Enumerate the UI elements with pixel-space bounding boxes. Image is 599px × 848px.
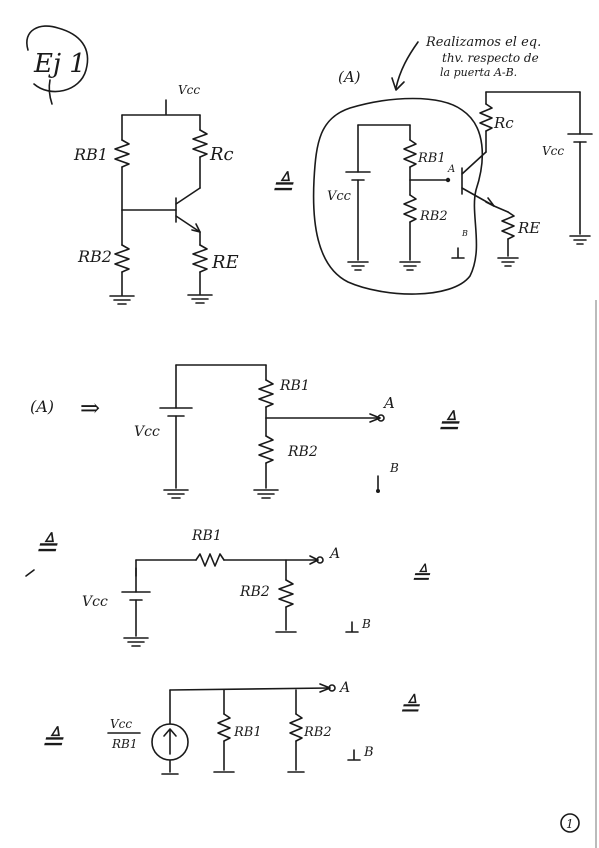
ref-a-label: (A) bbox=[30, 397, 54, 416]
c4-node-a bbox=[317, 557, 323, 563]
c4-vcc-label: Vcc bbox=[82, 594, 108, 610]
c5-node-a bbox=[329, 685, 335, 691]
thevenin-region-loop bbox=[314, 99, 483, 295]
c5-rb2-resistor bbox=[290, 714, 302, 741]
c2-rb2-resistor bbox=[404, 195, 416, 222]
svg-text:A: A bbox=[382, 394, 395, 412]
c4-rb1-label: RB1 bbox=[191, 528, 222, 544]
c1-rc-label: Rc bbox=[209, 144, 234, 165]
c4-rb1-resistor bbox=[196, 554, 224, 566]
c1-rb1-resistor bbox=[115, 140, 129, 167]
svg-text:B: B bbox=[389, 461, 399, 475]
note-line1: Realizamos el eq. bbox=[425, 35, 541, 50]
equiv-2: ≜ bbox=[436, 408, 460, 441]
svg-text:B: B bbox=[461, 229, 468, 238]
c3-rb1-label: RB1 bbox=[279, 378, 310, 394]
c2-vcc-right-label: Vcc bbox=[542, 144, 564, 158]
c2-rc-label: Rc bbox=[493, 114, 514, 132]
c2-rb1-label: RB1 bbox=[417, 151, 446, 166]
note-line3: la puerta A-B. bbox=[440, 66, 517, 79]
svg-text:A: A bbox=[447, 164, 455, 175]
circuit-1: Vcc RB1 RB2 Rc RE bbox=[73, 83, 239, 304]
c1-rb1-label: RB1 bbox=[73, 145, 108, 164]
c5-rb1-resistor bbox=[218, 714, 230, 741]
svg-text:A: A bbox=[328, 546, 340, 562]
c1-ground-left bbox=[110, 296, 134, 304]
c1-re-resistor bbox=[193, 245, 207, 272]
equiv-1: ≜ bbox=[270, 169, 294, 202]
c2-rb1-resistor bbox=[404, 140, 416, 167]
c1-re-label: RE bbox=[211, 252, 239, 273]
note-line2: thv. respecto de bbox=[442, 51, 539, 65]
circuit-3: (A) ⇒ Vcc RB1 A RB2 B ≜ bbox=[30, 365, 460, 498]
c3-rb2-label: RB2 bbox=[287, 444, 318, 460]
equiv-3: ≜ bbox=[34, 530, 58, 563]
c2-node-a-dot bbox=[445, 177, 451, 183]
c2-re-label: RE bbox=[517, 219, 540, 237]
c2-re-resistor bbox=[502, 212, 514, 239]
norton-den: RB1 bbox=[111, 737, 138, 751]
c1-ground-right bbox=[188, 295, 212, 303]
equiv-6: ≜ bbox=[398, 693, 420, 723]
c5-rb2-label: RB2 bbox=[303, 725, 332, 740]
c4-rb2-label: RB2 bbox=[239, 584, 270, 600]
svg-text:B: B bbox=[361, 617, 371, 631]
c3-vcc-label: Vcc bbox=[134, 424, 160, 440]
c2-rb2-label: RB2 bbox=[419, 209, 448, 224]
heading-text: Ej 1 bbox=[33, 49, 86, 79]
equiv-4: ≜ bbox=[410, 562, 431, 590]
norton-num: Vcc bbox=[110, 717, 132, 731]
c4-rb2-resistor bbox=[279, 580, 293, 607]
note-arrow bbox=[396, 42, 418, 88]
svg-text:B: B bbox=[363, 745, 374, 760]
c1-vcc-label: Vcc bbox=[178, 83, 200, 97]
heading: Ej 1 bbox=[27, 26, 88, 104]
equiv-5: ≜ bbox=[40, 724, 64, 757]
svg-text:≜: ≜ bbox=[270, 169, 294, 202]
c5-rb1-label: RB1 bbox=[233, 725, 262, 740]
svg-text:A: A bbox=[338, 680, 350, 696]
c3-rb2-resistor bbox=[259, 436, 273, 463]
circuit-2: Vcc RB1 RB2 A B Rc RE bbox=[314, 92, 592, 294]
circuit-5: ≜ Vcc RB1 A RB1 RB2 B ≜ bbox=[40, 680, 420, 774]
region-label: (A) bbox=[338, 68, 361, 86]
svg-text:1: 1 bbox=[566, 817, 574, 831]
c2-vcc-label: Vcc bbox=[327, 189, 352, 204]
circuit-4: ≜ RB1 A Vcc RB2 B ≜ bbox=[26, 528, 431, 646]
page-number: 1 bbox=[561, 814, 579, 832]
c3-rb1-resistor bbox=[259, 380, 273, 407]
c3-node-b bbox=[376, 489, 380, 493]
note: Realizamos el eq. thv. respecto de la pu… bbox=[338, 35, 541, 90]
heading-circle bbox=[27, 26, 88, 91]
c1-rb2-resistor bbox=[115, 245, 129, 272]
c2-rc-resistor bbox=[480, 104, 492, 131]
c3-node-a bbox=[378, 415, 384, 421]
c1-rc-resistor bbox=[193, 130, 207, 157]
c1-rb2-label: RB2 bbox=[77, 247, 112, 266]
implies-arrow: ⇒ bbox=[80, 394, 100, 422]
